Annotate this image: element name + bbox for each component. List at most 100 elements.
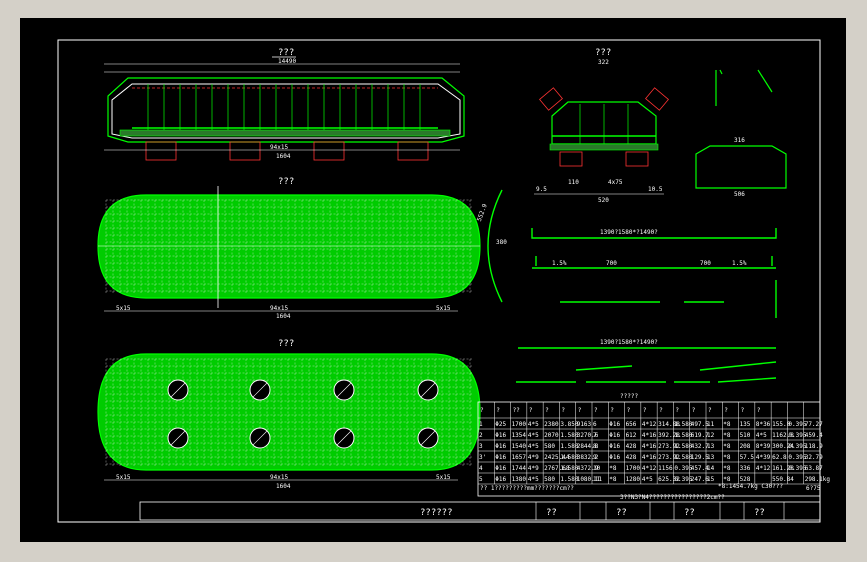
table-cell: 5 — [479, 476, 483, 483]
table-cell: *8 — [723, 454, 731, 461]
table-cell: 3270.6 — [577, 432, 599, 439]
titleblock-cell-1: ?? — [546, 508, 557, 518]
table-cell: 1.580 — [560, 476, 578, 483]
table-header-cell: ? — [659, 407, 663, 414]
hole-hatch — [252, 430, 268, 446]
elevation-total-dim: 14490 — [278, 58, 296, 65]
plan-bottom-mid-dim: 94x15 — [270, 474, 288, 481]
table-cell: 9 — [593, 454, 597, 461]
table-cell: 1280 — [626, 476, 641, 483]
elevation-bottom-dim: 94x15 — [270, 144, 288, 151]
bar-long-1: 1390?1580*?1490? — [600, 229, 658, 236]
table-cell: 6 — [593, 421, 597, 428]
plan-view-bottom: ??? 5x15 94x15 5x15 1604 — [97, 339, 481, 490]
table-cell: 4*9 — [528, 465, 539, 472]
table-cell: 0.395 — [674, 476, 692, 483]
table-cell: 4*12 — [756, 465, 771, 472]
table-cell: 0.395 — [674, 465, 692, 472]
table-header-cell: ? — [724, 407, 728, 414]
dim-4x75: 4x75 — [608, 179, 623, 186]
table-cell: 457.4 — [691, 465, 709, 472]
table-cell: 208 — [740, 443, 751, 450]
table-cell: 13 — [707, 443, 715, 450]
plan-bottom-left-dim: 5x15 — [116, 474, 131, 481]
hole-hatch — [336, 382, 352, 398]
table-cell: 13 — [707, 454, 715, 461]
table-cell: *8 — [723, 465, 731, 472]
table-cell: 619.7 — [691, 432, 709, 439]
section-view: ??? 322 9.5 110 4x75 10.5 520 — [534, 48, 669, 204]
table-cell: 1.580 — [560, 454, 578, 461]
table-cell: 580 — [544, 443, 555, 450]
plan-bottom-right-dim: 5x15 — [436, 474, 451, 481]
table-cell: 10 — [593, 465, 601, 472]
table-cell: 1.580 — [674, 454, 692, 461]
section-width: 520 — [598, 197, 609, 204]
table-cell: 1 — [479, 421, 483, 428]
table-header-cell: ? — [675, 407, 679, 414]
table-cell: 9163 — [577, 421, 592, 428]
table-cell: 0.395 — [788, 443, 806, 450]
table-cell: 1156 — [658, 465, 673, 472]
table-cell: 63.87 — [805, 465, 823, 472]
arc-380: 380 — [496, 239, 507, 246]
table-cell: Φ16 — [609, 432, 620, 439]
dim-10-5: 10.5 — [648, 186, 663, 193]
table-cell: Φ16 — [495, 454, 506, 461]
table-cell: 8 — [593, 443, 597, 450]
table-header-cell: ? — [692, 407, 696, 414]
table-cell: 1080.11 — [577, 476, 603, 483]
table-cell: 528 — [740, 476, 751, 483]
hole-hatch — [170, 382, 186, 398]
bar-long-2: 1390?1580*?1490? — [600, 339, 658, 346]
table-cell: Φ16 — [495, 476, 506, 483]
table-cell: 4*5 — [642, 476, 653, 483]
hole-hatch — [336, 430, 352, 446]
table-header-cell: ? — [627, 407, 631, 414]
table-cell: 1744 — [512, 465, 527, 472]
table-cell: *8 — [723, 443, 731, 450]
hole-hatch — [420, 430, 436, 446]
dim-9-5: 9.5 — [536, 186, 547, 193]
table-page: 6?75 — [806, 485, 821, 492]
bar-slope-right: 1.5% — [732, 260, 747, 267]
table-note-right: 3??N3?N4????????????????2cm?? — [620, 494, 725, 501]
table-cell: 4*16 — [642, 443, 657, 450]
table-cell: 15 — [707, 476, 715, 483]
table-cell: 0.395 — [788, 454, 806, 461]
table-cell: 4*12 — [642, 465, 657, 472]
table-cell: 4*5 — [528, 432, 539, 439]
table-cell: 2425.44 — [544, 454, 570, 461]
title-block: ?????? ?? ?? ?? ?? — [139, 501, 821, 521]
table-cell: Φ16 — [495, 465, 506, 472]
table-cell: 1.580 — [560, 432, 578, 439]
plan-bottom-total: 1604 — [276, 483, 291, 490]
table-cell: 4*12 — [642, 421, 657, 428]
table-cell: 1354 — [512, 432, 527, 439]
table-cell: Φ16 — [495, 432, 506, 439]
table-header-cell: ? — [480, 407, 484, 414]
table-cell: 336 — [740, 465, 751, 472]
table-cell: 612 — [626, 432, 637, 439]
table-cell: *8 — [609, 476, 617, 483]
table-cell: 273.92 — [658, 454, 680, 461]
table-cell: 656 — [626, 421, 637, 428]
table-cell: 314.88 — [658, 421, 680, 428]
bar-700-right: 700 — [700, 260, 711, 267]
table-cell: 1.580 — [674, 432, 692, 439]
table-cell: 4 — [479, 465, 483, 472]
bent-bar-details — [695, 69, 787, 189]
dim-110: 110 — [568, 179, 579, 186]
table-cell: 2 — [479, 432, 483, 439]
table-cell: 129.5 — [691, 454, 709, 461]
table-cell: 392.28 — [658, 432, 680, 439]
hole-hatch — [170, 430, 186, 446]
table-cell: *8 — [723, 432, 731, 439]
table-cell: 1657 — [512, 454, 527, 461]
plan-top-right-dim: 5x15 — [436, 305, 451, 312]
table-header-cell: ? — [708, 407, 712, 414]
titleblock-cell-3: ?? — [684, 508, 695, 518]
table-cell: 3832.2 — [577, 454, 599, 461]
arc-bar-detail: 552.9 380 — [476, 189, 507, 303]
